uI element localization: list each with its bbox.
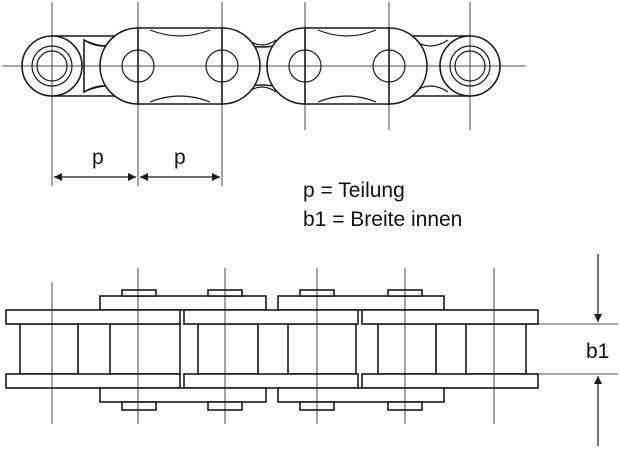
width-label: b1 — [586, 340, 609, 363]
pitch-label-left: p — [92, 146, 104, 169]
legend-width: b1 = Breite innen — [303, 208, 462, 231]
pitch-dimension: p p — [54, 146, 220, 181]
pitch-label-right: p — [174, 146, 186, 169]
width-dimension: b1 — [538, 254, 618, 446]
legend: p = Teilung b1 = Breite innen — [303, 179, 462, 231]
chain-top-view — [5, 289, 539, 411]
centerlines-bottom — [51, 268, 495, 424]
centerlines-top — [2, 2, 526, 186]
legend-pitch: p = Teilung — [303, 179, 405, 202]
